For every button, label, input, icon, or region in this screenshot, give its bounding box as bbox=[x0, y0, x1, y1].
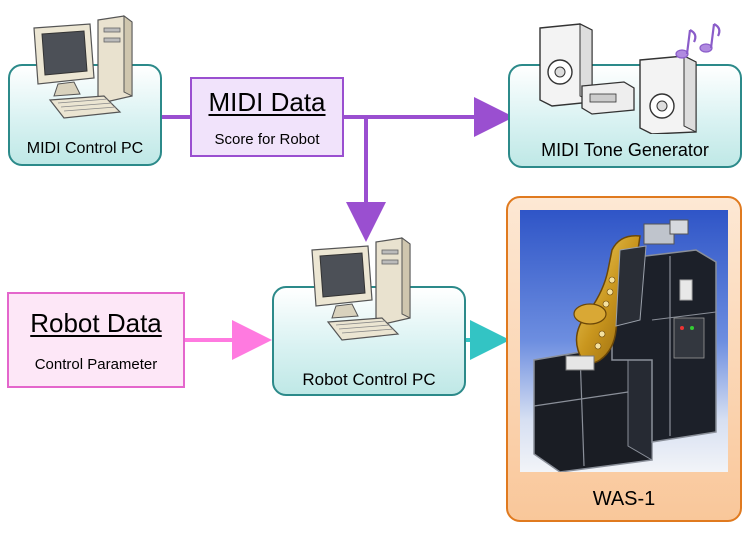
robot-data-subtitle: Control Parameter bbox=[34, 356, 158, 373]
midi-data-subtitle: Score for Robot bbox=[214, 131, 320, 148]
desktop-computer-icon bbox=[311, 237, 411, 341]
midi-data-title: MIDI Data bbox=[208, 87, 326, 117]
robot-data-title: Robot Data bbox=[30, 308, 162, 338]
speakers-stereo-icon bbox=[539, 23, 721, 134]
robot-data-node: Robot Data Control Parameter bbox=[7, 292, 185, 388]
midi-tone-generator-node: MIDI Tone Generator bbox=[508, 64, 742, 168]
midi-data-node: MIDI Data Score for Robot bbox=[190, 77, 344, 157]
music-notes-icon bbox=[675, 23, 721, 59]
was1-label: WAS-1 bbox=[592, 488, 656, 510]
robot-control-pc-node: Robot Control PC bbox=[272, 286, 466, 396]
desktop-computer-icon bbox=[33, 15, 133, 119]
robot-control-pc-label: Robot Control PC bbox=[302, 370, 436, 389]
midi-control-pc-label: MIDI Control PC bbox=[26, 140, 144, 157]
saxophone-robot-photo bbox=[520, 210, 728, 472]
midi-tone-generator-label: MIDI Tone Generator bbox=[541, 140, 709, 160]
